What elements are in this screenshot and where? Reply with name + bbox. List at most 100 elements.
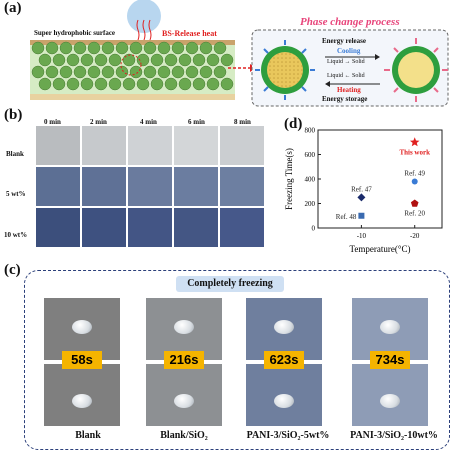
y-tick-label: 600: [305, 151, 316, 159]
microcapsule-sphere: [45, 65, 59, 79]
microcapsule-sphere: [66, 77, 80, 91]
droplet-photo: [146, 298, 222, 360]
droplet-photo: [44, 298, 120, 360]
microcapsule-sphere: [52, 53, 66, 67]
frost-photo: [174, 167, 218, 206]
liquid-solid-label: Liquid → Solid: [327, 59, 365, 65]
water-droplet: [127, 0, 161, 33]
microcapsule-sphere: [143, 41, 157, 55]
time-header-3: 6 min: [188, 118, 205, 126]
microcapsule-sphere: [157, 65, 171, 79]
microcapsule-sphere: [115, 65, 129, 79]
microcapsule-sphere: [59, 65, 73, 79]
frost-photo: [174, 126, 218, 165]
microcapsule-sphere: [171, 65, 185, 79]
panel-c-label: (c): [4, 262, 21, 278]
frost-photo: [82, 208, 126, 247]
panel-a-illustration: [30, 0, 449, 107]
water-droplet-image: [72, 394, 92, 408]
microcapsule-sphere: [213, 41, 227, 55]
microcapsule-sphere: [73, 65, 87, 79]
microcapsule-sphere: [52, 77, 66, 91]
microcapsule-sphere: [80, 53, 94, 67]
microcapsule-sphere: [206, 77, 220, 91]
time-header-0: 0 min: [44, 118, 61, 126]
microcapsule-sphere: [199, 65, 213, 79]
microcapsule-sphere: [66, 53, 80, 67]
freezing-time-chart: 0200400600800-10-20Temperature(°C)Freezi…: [284, 127, 443, 254]
droplet-photo: [246, 298, 322, 360]
data-point: [358, 212, 365, 219]
microcapsule-sphere: [136, 77, 150, 91]
data-point: [411, 178, 418, 185]
substrate-base: [30, 92, 235, 100]
x-tick-label: -10: [357, 232, 367, 240]
water-droplet-image: [380, 394, 400, 408]
microcapsule-sphere: [199, 41, 213, 55]
microcapsule-sphere: [115, 41, 129, 55]
microcapsule-sphere: [129, 65, 143, 79]
panel-c-frame: [24, 270, 450, 450]
frost-photo: [36, 167, 80, 206]
frost-photo: [82, 126, 126, 165]
y-axis-label: Freezing Time(s): [284, 148, 294, 210]
row-label-10wt: 10 wt%: [4, 231, 28, 239]
sphere-grid: [31, 41, 234, 91]
frost-photo: [128, 167, 172, 206]
row-label-5wt: 5 wt%: [6, 190, 26, 198]
microcapsule-sphere: [178, 77, 192, 91]
water-droplet-image: [274, 320, 294, 334]
highlight-circle: [120, 54, 142, 76]
water-droplet-image: [72, 320, 92, 334]
water-droplet-image: [174, 394, 194, 408]
microcapsule-sphere: [87, 65, 101, 79]
x-axis-label: Temperature(°C): [350, 244, 411, 254]
data-label: Ref. 20: [404, 210, 425, 218]
capsule-solid: [261, 46, 309, 94]
x-tick-label: -20: [410, 232, 420, 240]
microcapsule-sphere: [192, 53, 206, 67]
microcapsule-sphere: [185, 65, 199, 79]
microcapsule-sphere: [185, 41, 199, 55]
time-header-4: 8 min: [234, 118, 251, 126]
liquid-solid-reverse-label: Liquid ← Solid: [327, 73, 365, 79]
frost-photo: [220, 208, 264, 247]
data-label: This work: [399, 148, 430, 156]
y-tick-label: 0: [312, 225, 316, 233]
microcapsule-sphere: [94, 53, 108, 67]
frost-photo: [36, 208, 80, 247]
frost-photo: [174, 208, 218, 247]
surface-label: Super hydrophobic surface: [34, 29, 116, 37]
time-header-2: 4 min: [140, 118, 157, 126]
substrate-top: [30, 40, 235, 45]
time-header-1: 2 min: [90, 118, 107, 126]
water-droplet-image: [380, 320, 400, 334]
panel-a-label: (a): [4, 0, 22, 16]
frost-photo: [128, 208, 172, 247]
microcapsule-sphere: [164, 53, 178, 67]
data-point: [357, 193, 366, 202]
data-label: Ref. 47: [351, 185, 372, 193]
microcapsule-sphere: [108, 53, 122, 67]
microcapsule-sphere: [87, 41, 101, 55]
water-droplet-image: [174, 320, 194, 334]
microcapsule-sphere: [164, 77, 178, 91]
microcapsule-sphere: [136, 53, 150, 67]
energy-storage-label: Energy storage: [322, 95, 368, 103]
microcapsule-sphere: [80, 77, 94, 91]
frost-photo: [220, 126, 264, 165]
microcapsule-sphere: [122, 77, 136, 91]
row-label-blank: Blank: [6, 150, 24, 158]
microcapsule-sphere: [150, 53, 164, 67]
droplet-photo: [146, 364, 222, 426]
microcapsule-sphere: [31, 65, 45, 79]
data-label: Ref. 49: [404, 169, 425, 177]
data-label: Ref. 48: [336, 213, 357, 221]
microcapsule-sphere: [157, 41, 171, 55]
y-tick-label: 200: [305, 200, 316, 208]
droplet-photo: [352, 298, 428, 360]
microcapsule-sphere: [213, 65, 227, 79]
heating-label: Heating: [337, 86, 361, 94]
sample-label-1: Blank/SiO₂: [160, 430, 208, 441]
freeze-time-badge: 623s: [264, 351, 304, 369]
